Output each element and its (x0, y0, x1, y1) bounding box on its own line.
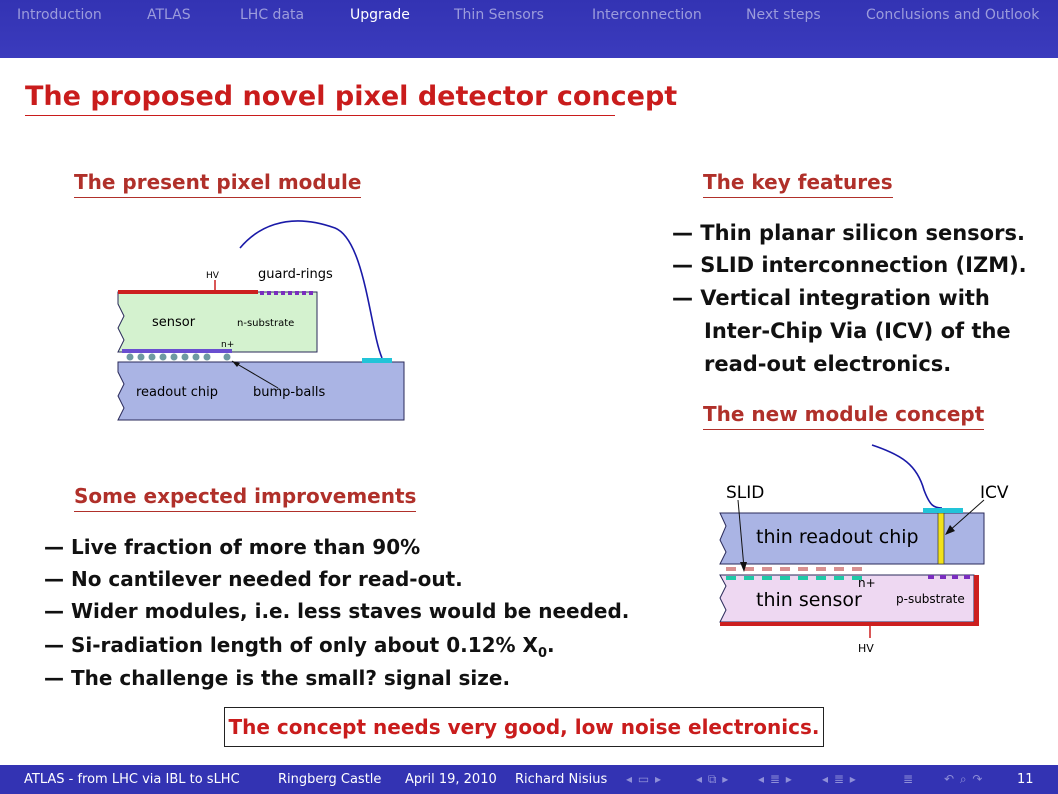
top-navigation-bar: Introduction ATLAS LHC data Upgrade Thin… (0, 0, 1058, 58)
readout-chip-label: readout chip (136, 385, 218, 400)
thin-sensor-label: thin sensor (756, 589, 862, 611)
nav-item-next-steps[interactable]: Next steps (746, 7, 821, 23)
slide-nav-frame-icon[interactable]: ◂ ▭ ▸ (626, 772, 663, 786)
radiation-subscript: 0 (537, 646, 548, 661)
bump-balls-label: bump-balls (253, 385, 326, 400)
present-module-heading: The present pixel module (74, 170, 362, 198)
title-underline (25, 115, 615, 116)
hv-label: HV (858, 642, 874, 655)
n-plus-strip (122, 349, 232, 353)
n-plus-implants (726, 576, 862, 580)
guard-rings (928, 575, 970, 579)
key-feature-item: — Vertical integration with (672, 286, 990, 310)
conclusion-box: The concept needs very good, low noise e… (224, 707, 824, 747)
nav-item-thin-sensors[interactable]: Thin Sensors (454, 7, 544, 23)
present-module-diagram: HV guard-rings sensor n-substrate n+ rea… (117, 220, 405, 421)
slid-label: SLID (726, 483, 764, 503)
sensor-label: sensor (152, 315, 196, 330)
bond-wire (871, 444, 943, 509)
bond-pad (362, 358, 392, 363)
nav-item-atlas[interactable]: ATLAS (147, 7, 191, 23)
slide-nav-outline-icon[interactable]: ≣ (903, 772, 915, 786)
slide-nav-subsection-icon[interactable]: ◂ ⧉ ▸ (696, 772, 730, 786)
improvement-item-radiation: — Si-radiation length of only about 0.12… (44, 632, 555, 667)
nav-item-conclusions[interactable]: Conclusions and Outlook (866, 7, 1040, 23)
improvement-item: — Live fraction of more than 90% (44, 535, 421, 559)
readout-chip-shape (117, 361, 405, 421)
nav-item-introduction[interactable]: Introduction (17, 7, 102, 23)
improvement-item: — Wider modules, i.e. less staves would … (44, 599, 630, 623)
footer-venue: Ringberg Castle (278, 772, 382, 787)
nav-item-upgrade[interactable]: Upgrade (350, 7, 410, 23)
footer-bar: ATLAS - from LHC via IBL to sLHC Ringber… (0, 765, 1058, 794)
icv-via (937, 512, 945, 565)
slide-nav-section-icon[interactable]: ◂ ≣ ▸ (758, 772, 793, 786)
n-substrate-label: n-substrate (237, 318, 294, 329)
hv-electrode (118, 290, 258, 294)
footer-date: April 19, 2010 (405, 772, 497, 787)
section-nav: Introduction ATLAS LHC data Upgrade Thin… (0, 7, 1058, 25)
key-features-heading: The key features (703, 170, 893, 198)
new-module-diagram: SLID ICV thin readout chip n+ thin senso… (719, 444, 1009, 655)
footer-author: Richard Nisius (515, 772, 608, 787)
n-plus-label: n+ (221, 340, 234, 350)
icv-label: ICV (980, 483, 1009, 503)
slide-nav-toc-icon[interactable]: ◂ ≣ ▸ (822, 772, 857, 786)
nav-item-interconnection[interactable]: Interconnection (592, 7, 702, 23)
improvements-heading: Some expected improvements (74, 484, 417, 512)
radiation-suffix: . (547, 633, 555, 657)
key-feature-item: — SLID interconnection (IZM). (672, 253, 1027, 277)
thin-readout-chip-shape (719, 512, 985, 565)
footer-talk-title: ATLAS - from LHC via IBL to sLHC (24, 772, 240, 787)
improvement-item: — No cantilever needed for read-out. (44, 567, 463, 591)
radiation-text: — Si-radiation length of only about 0.12… (44, 633, 538, 657)
sensor-shape (117, 291, 318, 353)
icv-pad (923, 508, 963, 513)
bump-balls-group (126, 353, 231, 361)
n-plus-label: n+ (858, 576, 876, 590)
new-module-heading: The new module concept (703, 402, 985, 430)
hv-label: HV (206, 271, 220, 281)
p-substrate-label: p-substrate (896, 592, 965, 606)
bond-wire (239, 220, 383, 359)
slid-bumps (726, 567, 862, 571)
key-feature-continuation: Inter-Chip Via (ICV) of the (704, 319, 1011, 343)
slide-nav-search-icon[interactable]: ↶ ⌕ ↷ (944, 772, 984, 786)
improvement-item: — The challenge is the small? signal siz… (44, 666, 511, 690)
slide-title: The proposed novel pixel detector concep… (25, 81, 678, 112)
footer-page-number: 11 (1017, 772, 1034, 787)
key-feature-continuation: read-out electronics. (704, 352, 952, 376)
guard-rings-label: guard-rings (258, 267, 333, 282)
thin-readout-chip-label: thin readout chip (756, 526, 919, 548)
key-feature-item: — Thin planar silicon sensors. (672, 221, 1025, 245)
nav-item-lhc-data[interactable]: LHC data (240, 7, 305, 23)
